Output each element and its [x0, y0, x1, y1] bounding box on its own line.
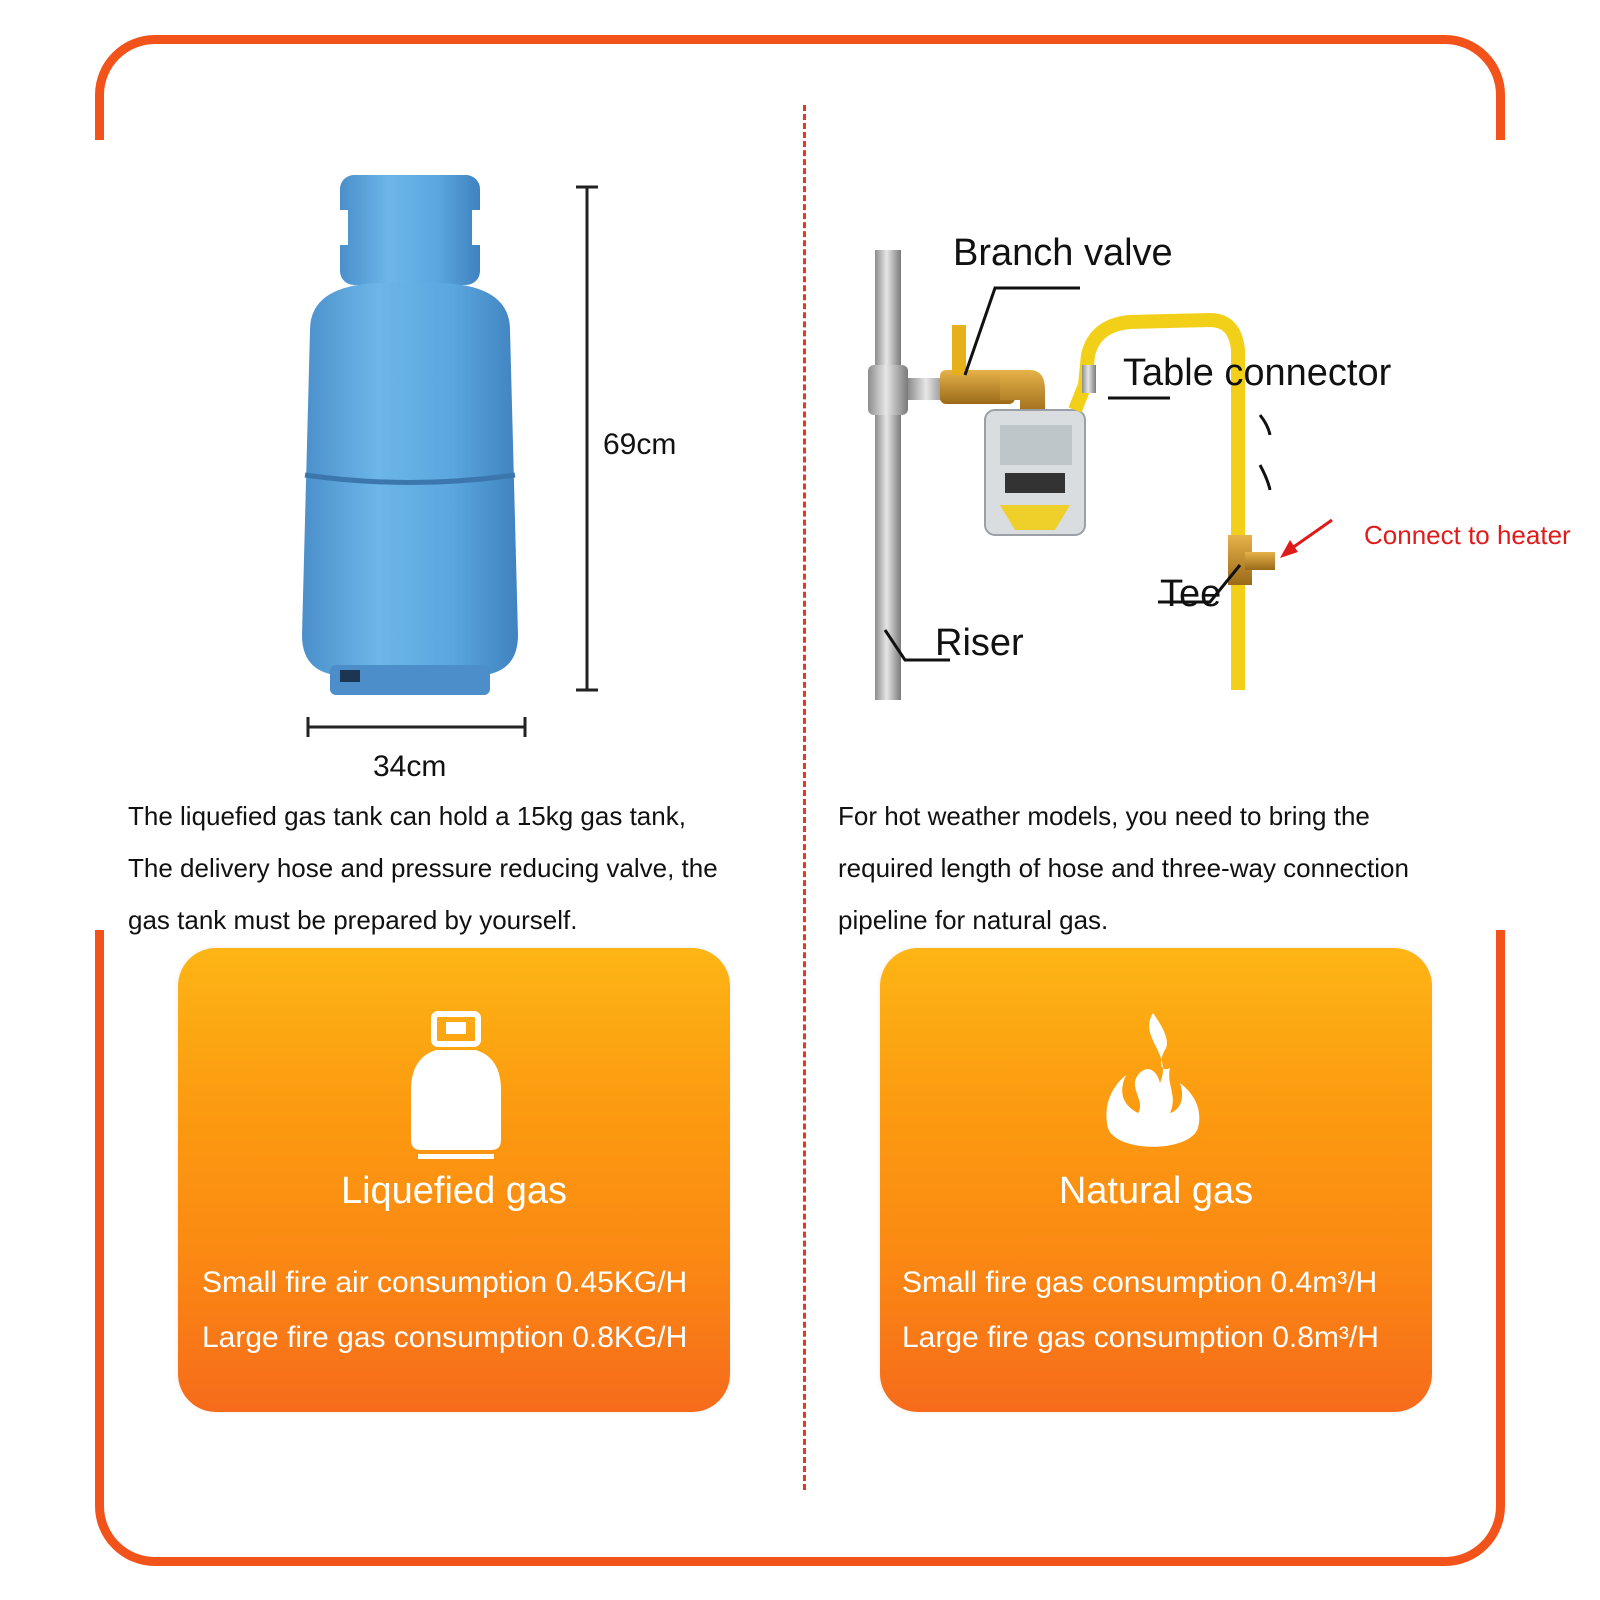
- ng-description-line: required length of hose and three-way co…: [838, 853, 1409, 883]
- lpg-small-fire: Small fire air consumption 0.45KG/H: [202, 1266, 688, 1299]
- lpg-card: Liquefied gas Small fire air consumption…: [178, 948, 730, 1412]
- ng-large-fire: Large fire gas consumption 0.8m³/H: [902, 1321, 1379, 1354]
- lpg-large-fire: Large fire gas consumption 0.8KG/H: [202, 1321, 688, 1354]
- ng-card: Natural gas Small fire gas consumption 0…: [880, 948, 1432, 1412]
- lpg-description-line: The delivery hose and pressure reducing …: [128, 853, 718, 883]
- callout-tee: Tee: [1160, 573, 1222, 615]
- lpg-description-line: The liquefied gas tank can hold a 15kg g…: [128, 801, 686, 831]
- callout-table-connector: Table connector: [1123, 352, 1392, 394]
- ng-card-title: Natural gas: [1058, 1170, 1254, 1212]
- frame-top: [95, 35, 1505, 140]
- lpg-card-title: Liquefied gas: [340, 1170, 568, 1212]
- ng-small-fire: Small fire gas consumption 0.4m³/H: [902, 1266, 1378, 1299]
- frame-bottom: [95, 930, 1505, 1566]
- flame-icon: [1106, 1013, 1200, 1147]
- callout-connect-to-heater: Connect to heater: [1364, 520, 1571, 550]
- callout-branch-valve: Branch valve: [953, 232, 1173, 274]
- callout-riser: Riser: [935, 622, 1024, 664]
- lpg-description: The liquefied gas tank can hold a 15kg g…: [128, 790, 788, 946]
- height-label: 69cm: [603, 428, 677, 461]
- gas-tank-illustration: [302, 175, 598, 737]
- ng-description: For hot weather models, you need to brin…: [838, 790, 1518, 946]
- pipeline-illustration: [868, 250, 1333, 700]
- ng-description-line: For hot weather models, you need to brin…: [838, 801, 1370, 831]
- width-label: 34cm: [373, 750, 447, 783]
- center-divider: [803, 105, 806, 1490]
- lpg-description-line: gas tank must be prepared by yourself.: [128, 905, 578, 935]
- ng-description-line: pipeline for natural gas.: [838, 905, 1109, 935]
- gas-cylinder-icon: [411, 1011, 501, 1159]
